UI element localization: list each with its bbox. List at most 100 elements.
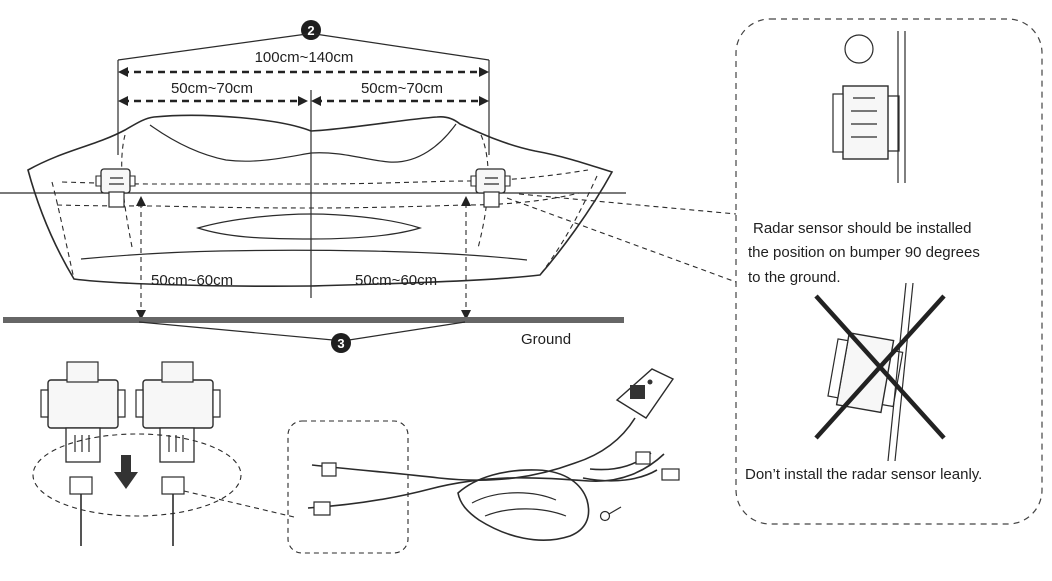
right-half-right-arrow: [479, 96, 489, 106]
sensor-front-right-port: [159, 427, 195, 463]
ground-label: Ground: [521, 331, 571, 348]
step-2-right-guide: [314, 33, 490, 61]
callout-leader-top: [518, 193, 737, 215]
left-height-bottom-arrow: [136, 310, 146, 320]
right-sensor-detail-lines: [484, 177, 499, 185]
harness-wire-lower: [307, 453, 665, 509]
incorrect-sensor-bracket: [882, 349, 904, 408]
step-2-badge: 2: [301, 20, 321, 40]
sensor-front-left: [40, 361, 126, 463]
sensor-front-left-top: [66, 361, 99, 383]
connector-focus-ellipse: [32, 433, 242, 517]
control-module-port: [630, 385, 645, 399]
harness-loop-detail: [471, 492, 567, 517]
cross-icon: [814, 294, 946, 440]
connector-zoom-box: [287, 420, 409, 554]
left-half-width-label: 50cm~70cm: [171, 80, 253, 97]
ring-terminal: [599, 510, 611, 522]
right-height-bottom-arrow: [461, 310, 471, 320]
left-height-label: 50cm~60cm: [151, 272, 233, 289]
harness-end-plugs: [313, 462, 337, 516]
incorrect-install-example: [814, 282, 946, 462]
right-height-top-arrow: [461, 196, 471, 206]
right-half-width-label: 50cm~70cm: [361, 80, 443, 97]
control-module-dot: [647, 379, 653, 385]
plug-left: [69, 476, 93, 546]
correct-sensor-body: [842, 85, 889, 160]
warning-text: Don’t install the radar sensor leanly.: [745, 466, 982, 483]
right-height-label: 50cm~60cm: [355, 272, 437, 289]
branch-connector-a: [635, 451, 651, 465]
sensor-front-right-clips: [135, 389, 221, 418]
right-bumper-sensor: [470, 168, 511, 208]
far-left-contour: [51, 181, 75, 280]
correct-sensor-bracket: [888, 95, 900, 152]
ring-terminal-lead: [608, 506, 622, 515]
step-3-left-guide: [138, 321, 334, 341]
bumper-top-curve: [149, 123, 457, 163]
left-bumper-sensor: [95, 168, 136, 208]
bumper-outer-outline: [27, 114, 614, 287]
branch-connector-b: [661, 468, 680, 481]
step-2-label: 2: [307, 23, 314, 38]
down-arrow-shaft: [121, 455, 131, 473]
callout-leader-bottom: [506, 197, 737, 283]
sensor-front-right: [135, 361, 221, 463]
down-arrow-head: [114, 472, 138, 489]
connector-link-line: [183, 490, 295, 518]
wire-harness: [307, 368, 680, 541]
far-right-contour: [539, 175, 598, 276]
left-height-top-arrow: [136, 196, 146, 206]
sensor-front-left-port: [65, 427, 101, 463]
left-half-right-arrow: [298, 96, 308, 106]
correct-sensor-details: [851, 97, 877, 138]
step-3-right-guide: [348, 321, 466, 341]
down-arrow-icon: [114, 455, 138, 489]
instruction-line-2: the position on bumper 90 degrees: [748, 244, 980, 261]
incorrect-sensor-rear: [827, 338, 849, 399]
step-2-left-guide: [117, 33, 308, 61]
harness-loop: [457, 469, 590, 541]
correct-install-example: [832, 31, 906, 183]
step-3-circle: [331, 333, 351, 353]
bumper-lower-dashed-contour: [56, 192, 580, 209]
overall-width-label: 100cm~140cm: [255, 49, 354, 66]
instruction-line-1: Radar sensor should be installed: [753, 220, 971, 237]
correct-sensor-rear: [832, 93, 844, 153]
bumper-bottom-sweep: [80, 249, 528, 261]
plug-right-head: [161, 476, 185, 495]
right-sensor-body: [475, 168, 506, 194]
sensor-front-left-body: [47, 379, 119, 429]
left-half-left-arrow: [118, 96, 128, 106]
connector-detail-sensors: [32, 361, 242, 546]
installation-callout: [735, 18, 1043, 525]
right-half-left-arrow: [311, 96, 321, 106]
left-sensor-connector: [108, 191, 125, 208]
sensor-front-left-pins: [74, 435, 90, 452]
circle-icon: [844, 34, 874, 64]
incorrect-mount-wall-2: [894, 282, 914, 462]
overall-width-left-arrow: [118, 67, 128, 77]
bumper-center-recess: [195, 213, 423, 240]
right-sensor-clips: [470, 175, 511, 187]
left-sensor-body: [100, 168, 131, 194]
sensor-front-right-top: [161, 361, 194, 383]
instruction-line-3: to the ground.: [748, 269, 841, 286]
harness-branch-b: [582, 469, 658, 482]
step-3-badge: 3: [331, 333, 351, 353]
sensor-front-left-clips: [40, 389, 126, 418]
step-2-circle: [301, 20, 321, 40]
sensor-front-right-body: [142, 379, 214, 429]
harness-wire-upper: [311, 417, 636, 481]
left-sensor-detail-lines: [109, 177, 124, 185]
plug-left-head: [69, 476, 93, 495]
overall-width-right-arrow: [479, 67, 489, 77]
left-sensor-clips: [95, 175, 136, 187]
plug-right: [161, 476, 185, 546]
incorrect-mount-wall-1: [887, 282, 907, 462]
sensor-front-right-pins: [168, 435, 184, 452]
step-3-label: 3: [337, 336, 344, 351]
cross-line-2: [814, 294, 946, 440]
